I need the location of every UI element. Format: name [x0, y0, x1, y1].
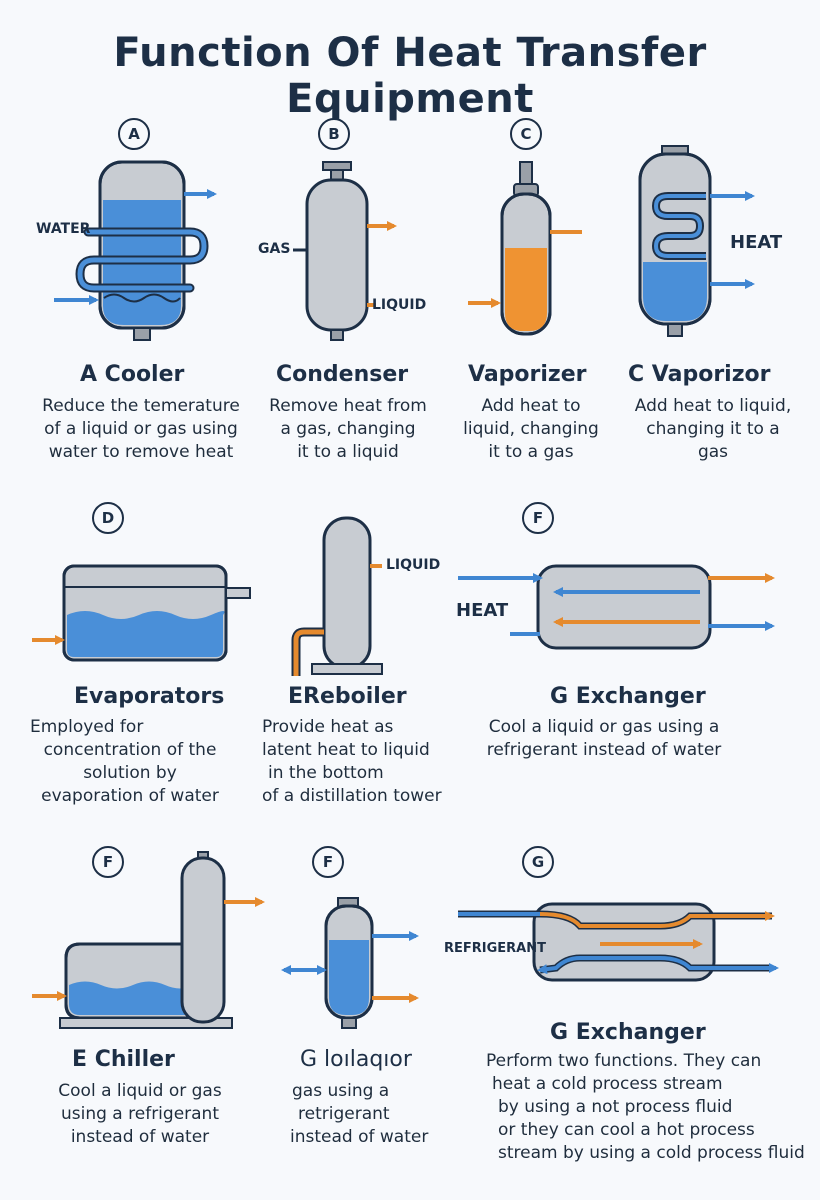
exchanger-illustration-top: [458, 564, 775, 650]
exchanger-illustration-bottom: [458, 902, 779, 982]
vaporizor-illustration: [638, 145, 755, 337]
page-title: Function Of Heat Transfer Equipment: [113, 30, 707, 122]
evaporators-description: Employed for concentration of the soluti…: [30, 717, 219, 806]
badge-f-chiller: F: [92, 846, 124, 878]
reboiler-description: Provide heat as latent heat to liquid in…: [262, 717, 442, 806]
vaporizor-title: C Vaporizor: [628, 362, 771, 387]
label-heat: HEAT: [730, 232, 783, 253]
vaporizer-illustration: [468, 161, 582, 336]
exchanger-description-bottom: Perform two functions. They can heat a c…: [486, 1051, 805, 1163]
reboiler-illustration: [291, 516, 383, 676]
vessel-description: gas using a retrigerant instead of water: [290, 1081, 429, 1147]
vessel-title: G loılaqıor: [300, 1047, 412, 1072]
label-liquid: LIQUID: [372, 297, 427, 313]
exchanger-title-bottom: G Exchanger: [550, 1020, 706, 1045]
badge-g: G: [522, 846, 554, 878]
vaporizer-title: Vaporizer: [468, 362, 587, 387]
badge-f-vessel: F: [312, 846, 344, 878]
label-liquid-reboiler: LIQUID: [386, 557, 441, 573]
condenser-title: Condenser: [276, 362, 409, 387]
chiller-illustration: [32, 851, 265, 1029]
reboiler-title: EReboiler: [288, 684, 407, 709]
badge-b: B: [318, 118, 350, 150]
badge-d: D: [92, 502, 124, 534]
label-heat-exchanger: HEAT: [456, 600, 509, 621]
small-vessel-illustration: [281, 897, 419, 1029]
chiller-title: E Chiller: [72, 1047, 175, 1072]
evaporators-title: Evaporators: [74, 684, 225, 709]
condenser-illustration: [293, 161, 397, 341]
label-gas: GAS: [258, 241, 291, 257]
badge-c: C: [510, 118, 542, 150]
cooler-title: A Cooler: [80, 362, 185, 387]
badge-a: A: [118, 118, 150, 150]
cooler-illustration: [54, 160, 217, 341]
label-refrigerant: REFRIGERANT: [444, 941, 546, 956]
label-water: WATER: [36, 221, 91, 237]
exchanger-title-top: G Exchanger: [550, 684, 706, 709]
evaporator-illustration: [32, 564, 251, 662]
badge-f: F: [522, 502, 554, 534]
